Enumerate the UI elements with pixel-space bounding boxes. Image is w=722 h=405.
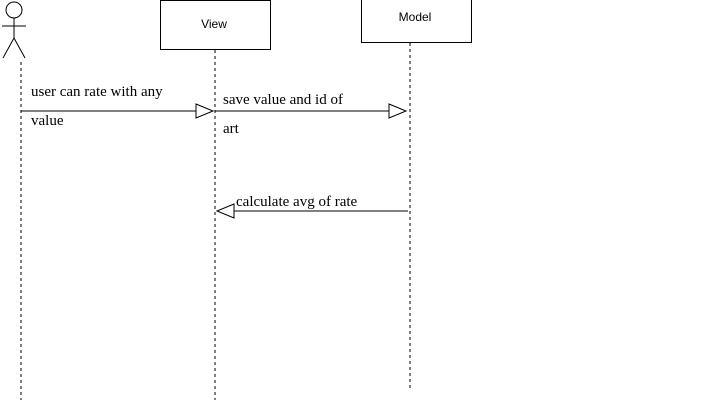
- message-3-arrowhead: [215, 203, 235, 219]
- model-box: [361, 0, 472, 43]
- message-2-label-line2: art: [223, 121, 240, 137]
- message-1-label-line2: value: [31, 113, 64, 129]
- model-label: Model: [399, 10, 432, 24]
- actor-left-leg: [2, 37, 15, 59]
- message-1-label-line1: user can rate with any: [31, 84, 163, 100]
- view-label: View: [201, 17, 227, 31]
- message-2-label-line1: save value and id of: [223, 92, 343, 108]
- actor-head: [5, 1, 23, 19]
- view-box: [160, 0, 271, 50]
- message-rate-value[interactable]: user can rate with any value: [21, 84, 215, 129]
- actor-right-leg: [13, 37, 26, 59]
- message-save-value[interactable]: save value and id of art: [215, 92, 408, 137]
- actor-figure[interactable]: [2, 1, 26, 59]
- message-calculate-avg[interactable]: calculate avg of rate: [215, 194, 408, 219]
- message-3-label: calculate avg of rate: [236, 194, 358, 210]
- model-participant[interactable]: Model: [361, 0, 472, 43]
- message-1-arrowhead: [195, 103, 215, 119]
- view-participant[interactable]: View: [160, 0, 271, 50]
- message-2-arrowhead: [388, 103, 408, 119]
